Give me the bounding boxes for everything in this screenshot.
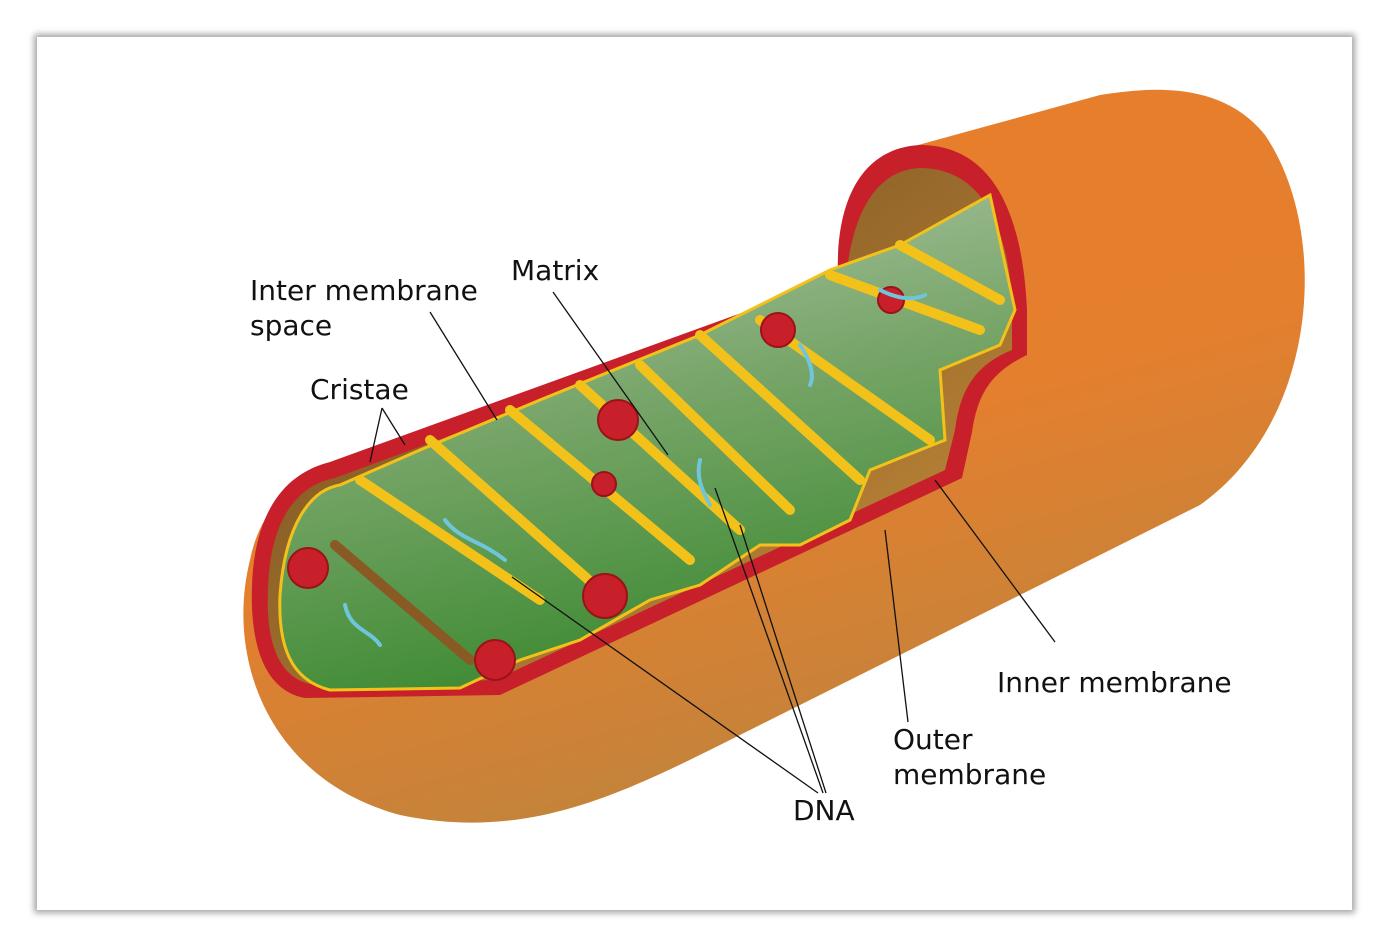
label-inner-membrane: Inner membrane (997, 666, 1232, 699)
leader-lines (369, 291, 1056, 794)
dna-strands (343, 288, 927, 647)
label-inter-membrane-space: Inter membrane space (250, 273, 478, 343)
label-text: Inter membrane (250, 274, 478, 307)
label-cristae: Cristae (310, 373, 409, 406)
label-outer-membrane: Outer membrane (893, 722, 1046, 792)
label-matrix: Matrix (511, 254, 600, 287)
label-dna: DNA (793, 794, 855, 827)
label-text: Outer (893, 723, 973, 756)
label-text: membrane (893, 758, 1047, 791)
label-text: space (250, 309, 333, 342)
